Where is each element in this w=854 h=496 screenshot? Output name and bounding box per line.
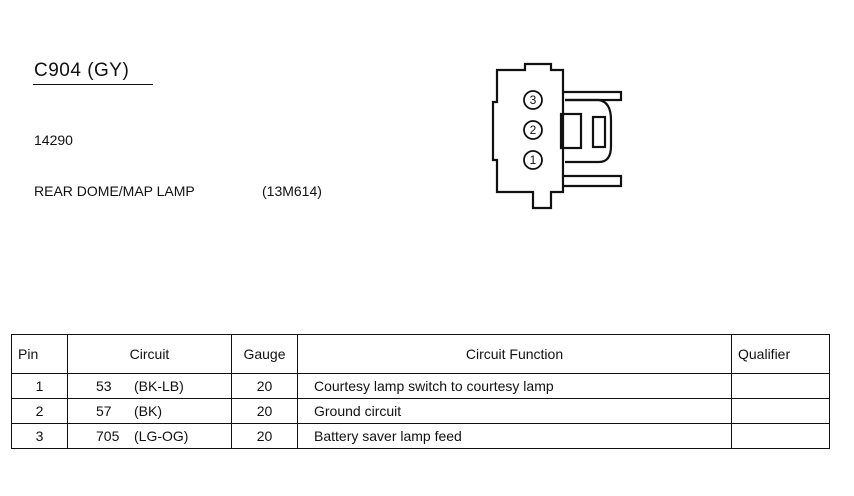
component-description: REAR DOME/MAP LAMP [34, 183, 195, 199]
circuit-color: (BK-LB) [134, 378, 184, 394]
title-underline [33, 84, 153, 85]
cell-pin: 1 [11, 373, 68, 399]
cell-circuit: 705 (LG-OG) [67, 423, 232, 449]
cell-gauge: 20 [231, 423, 298, 449]
circuit-number: 705 [96, 428, 120, 444]
header-gauge: Gauge [231, 334, 298, 374]
latch-slot [591, 115, 607, 149]
table-header-row: Pin Circuit Gauge Circuit Function Quali… [11, 334, 830, 374]
upper-prong [563, 90, 623, 102]
header-pin: Pin [11, 334, 68, 374]
cell-pin: 2 [11, 398, 68, 424]
pin-1-circle [523, 150, 543, 170]
cell-function: Courtesy lamp switch to courtesy lamp [297, 373, 732, 399]
connector-face-diagram: 3 2 1 [491, 62, 623, 210]
lower-prong [563, 174, 623, 188]
connector-housing [491, 62, 565, 210]
pin-2-label: 2 [530, 123, 537, 137]
circuit-color: (LG-OG) [134, 428, 189, 444]
table-row: 3 705 (LG-OG) 20 Battery saver lamp feed [11, 423, 830, 449]
cell-function: Battery saver lamp feed [297, 423, 732, 449]
header-qualifier: Qualifier [731, 334, 830, 374]
component-code: (13M614) [262, 183, 322, 199]
connector-title: C904 (GY) [34, 60, 130, 81]
table-row: 2 57 (BK) 20 Ground circuit [11, 398, 830, 424]
pinout-table: Pin Circuit Gauge Circuit Function Quali… [11, 334, 830, 449]
pin-2-circle [523, 120, 543, 140]
cell-qualifier [731, 398, 830, 424]
cell-qualifier [731, 373, 830, 399]
header-circuit: Circuit [67, 334, 232, 374]
circuit-number: 57 [96, 403, 112, 419]
latch-frame [565, 98, 613, 164]
latch-window [559, 112, 583, 150]
pin-1-label: 1 [530, 153, 537, 167]
cell-circuit: 57 (BK) [67, 398, 232, 424]
pin-3-circle [523, 90, 543, 110]
cell-gauge: 20 [231, 373, 298, 399]
cell-qualifier [731, 423, 830, 449]
circuit-color: (BK) [134, 403, 162, 419]
cell-circuit: 53 (BK-LB) [67, 373, 232, 399]
header-function: Circuit Function [297, 334, 732, 374]
cell-pin: 3 [11, 423, 68, 449]
cell-gauge: 20 [231, 398, 298, 424]
circuit-number: 53 [96, 378, 112, 394]
pin-3-label: 3 [530, 93, 537, 107]
table-row: 1 53 (BK-LB) 20 Courtesy lamp switch to c… [11, 373, 830, 399]
cell-function: Ground circuit [297, 398, 732, 424]
part-number: 14290 [34, 132, 73, 148]
